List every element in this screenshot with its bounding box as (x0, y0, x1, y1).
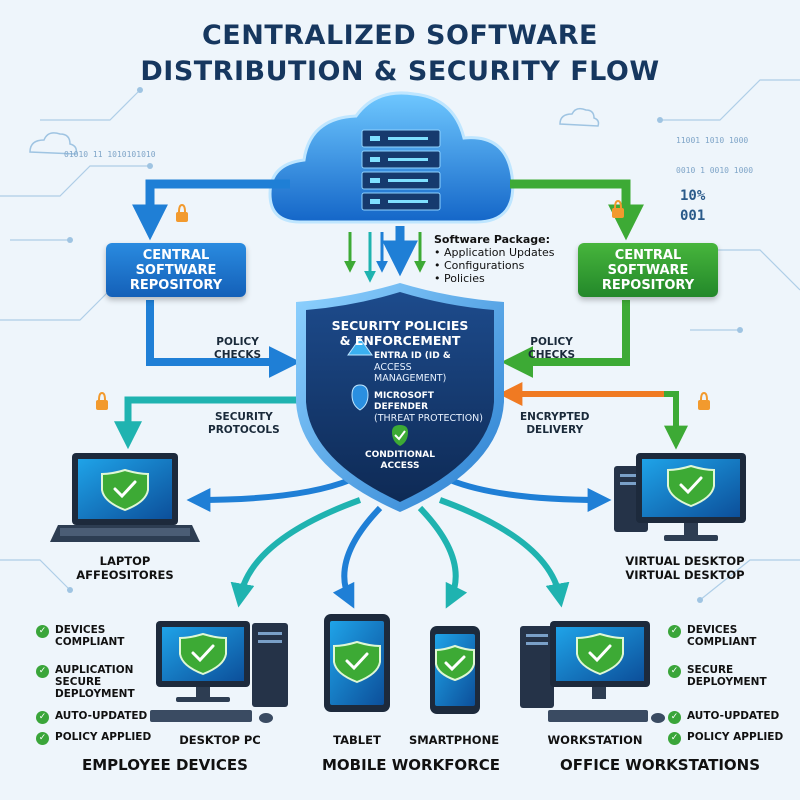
repo-right-line1: CENTRAL (614, 247, 682, 263)
page-title-line2: DISTRIBUTION & SECURITY FLOW (140, 56, 660, 87)
tablet-label: TABLET (333, 733, 381, 747)
defender-label: MICROSOFT DEFENDER(THREAT PROTECTION) (374, 391, 483, 424)
check-icon: ✓ (668, 732, 681, 745)
repo-left-line2: SOFTWARE (135, 262, 217, 278)
package-item: Application Updates (444, 246, 555, 259)
checklist-text: POLICY APPLIED (687, 731, 784, 743)
check-icon: ✓ (668, 625, 681, 638)
smartphone-label: SMARTPHONE (408, 733, 500, 747)
checklist-item: ✓ AUTO-UPDATED (36, 710, 148, 724)
checklist-text: AUTO-UPDATED (687, 710, 780, 722)
central-repository-right[interactable]: CENTRAL SOFTWARE REPOSITORY (578, 243, 718, 297)
check-icon: ✓ (668, 665, 681, 678)
shield-title: SECURITY POLICIES& ENFORCEMENT (331, 318, 469, 348)
entra-id-label: ENTRA ID (ID &ACCESS MANAGEMENT) (374, 351, 451, 384)
check-icon: ✓ (36, 711, 49, 724)
repo-left-line3: REPOSITORY (129, 277, 223, 293)
checklist-item: ✓ AUTO-UPDATED (668, 710, 780, 724)
digits-right-2: 0010 1 0010 1000 (676, 166, 754, 175)
checklist-text: POLICY APPLIED (55, 731, 152, 743)
section-mobile-workforce: MOBILE WORKFORCE (322, 756, 500, 774)
repo-right-line2: SOFTWARE (607, 262, 689, 278)
digits-left: 01010 11 1010101010 (64, 150, 156, 159)
central-repository-left[interactable]: CENTRAL SOFTWARE REPOSITORY (106, 243, 246, 297)
percent-readout: 10% (680, 188, 706, 204)
checklist-item: ✓ POLICY APPLIED (36, 731, 152, 745)
section-employee-devices: EMPLOYEE DEVICES (82, 756, 248, 774)
software-package: Software Package: • Application Updates … (434, 233, 555, 285)
package-item: Configurations (444, 259, 525, 272)
package-item: Policies (444, 272, 485, 285)
page-title-line1: CENTRALIZED SOFTWARE (201, 20, 598, 51)
section-office-workstations: OFFICE WORKSTATIONS (560, 756, 761, 774)
checklist-text: AUTO-UPDATED (55, 710, 148, 722)
package-heading: Software Package: (434, 233, 551, 246)
check-icon: ✓ (668, 711, 681, 724)
checklist-item: ✓ POLICY APPLIED (668, 731, 784, 745)
repo-left-line1: CENTRAL (142, 247, 210, 263)
repo-right-line3: REPOSITORY (601, 277, 695, 293)
check-icon: ✓ (36, 732, 49, 745)
digits-right: 11001 1010 1000 (676, 136, 749, 145)
desktop-pc-label: DESKTOP PC (179, 733, 261, 747)
check-icon: ✓ (36, 665, 49, 678)
check-icon: ✓ (36, 625, 49, 638)
code-readout: 001 (680, 208, 706, 224)
workstation-label: WORKSTATION (547, 733, 643, 747)
